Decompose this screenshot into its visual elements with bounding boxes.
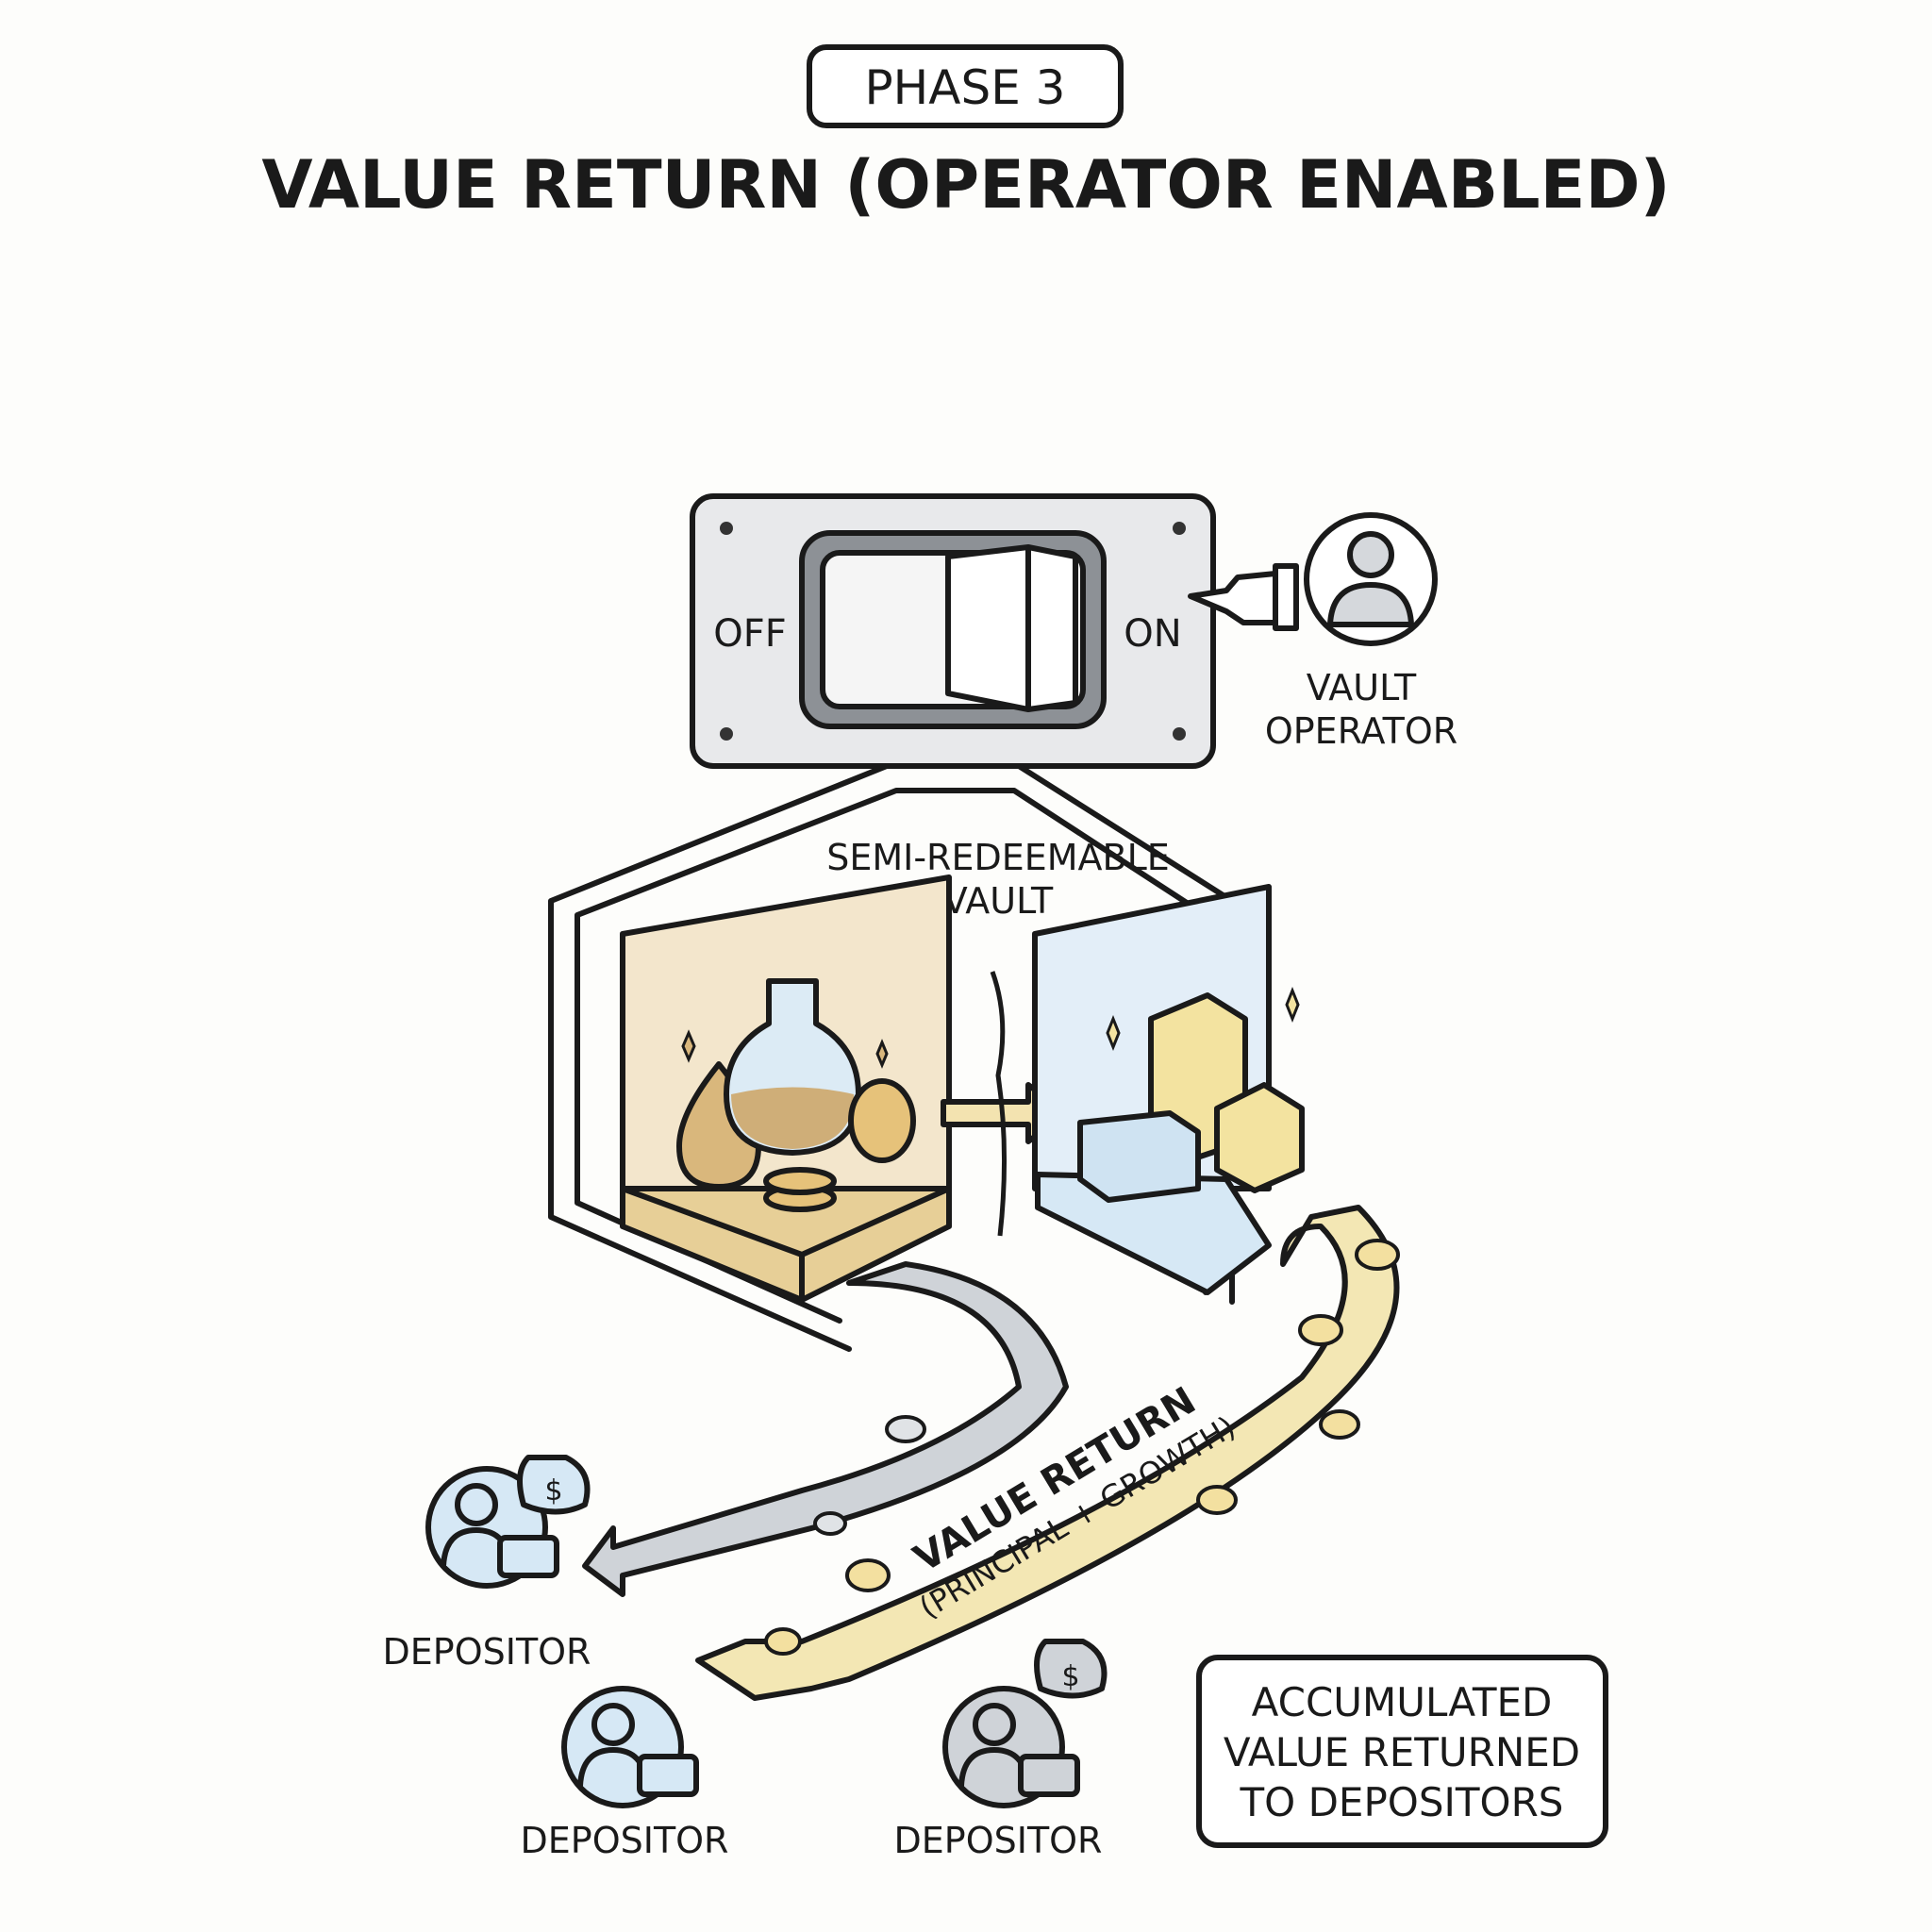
depositor-label-2: DEPOSITOR	[521, 1820, 729, 1861]
depositor-label-3: DEPOSITOR	[894, 1820, 1103, 1861]
screw-icon	[720, 522, 733, 535]
pointing-hand-icon	[1188, 563, 1299, 631]
operator-switch[interactable]: OFF ON	[690, 493, 1216, 769]
money-bag-icon	[517, 1455, 591, 1515]
depositor-1: $	[425, 1455, 591, 1589]
note-line-3: TO DEPOSITORS	[1240, 1779, 1564, 1825]
phase-badge-text: PHASE 3	[865, 60, 1066, 115]
screw-icon	[1173, 522, 1186, 535]
vault-operator-avatar	[1304, 512, 1438, 646]
phase-badge: PHASE 3	[807, 44, 1124, 128]
depositor-label-1: DEPOSITOR	[383, 1631, 591, 1673]
off-label: OFF	[713, 612, 787, 656]
page-title: VALUE RETURN (OPERATOR ENABLED)	[261, 146, 1670, 224]
operator-label-1: VAULT	[1307, 667, 1417, 708]
rocker-on	[945, 544, 1078, 712]
on-label: ON	[1124, 612, 1181, 656]
currency-symbol: $	[1061, 1660, 1079, 1693]
coin-icons	[764, 1239, 1400, 1656]
money-bag-icon	[1034, 1639, 1108, 1699]
vault-divider	[990, 971, 1008, 1237]
operator-label-2: OPERATOR	[1265, 710, 1457, 752]
wallet-icon	[637, 1754, 699, 1797]
currency-symbol: $	[544, 1474, 562, 1507]
liquid-assets-chamber	[620, 874, 952, 1303]
growth-assets-chamber	[1032, 884, 1305, 1295]
vault-label-1: SEMI-REDEEMABLE	[826, 837, 1170, 878]
ice-block-icon	[1077, 1110, 1201, 1203]
coin-icon	[848, 1078, 916, 1163]
note-line-1: ACCUMULATED	[1252, 1679, 1553, 1725]
principal-flow-path	[582, 1261, 1069, 1597]
depositor-2	[561, 1686, 699, 1808]
screw-icon	[1173, 727, 1186, 741]
screw-icon	[720, 727, 733, 741]
wallet-icon	[1018, 1754, 1080, 1797]
depositor-3: $	[942, 1639, 1108, 1808]
note-line-2: VALUE RETURNED	[1224, 1729, 1580, 1775]
wallet-icon	[497, 1535, 559, 1578]
vault-label-2: VAULT	[943, 880, 1054, 922]
accumulated-value-note: ACCUMULATED VALUE RETURNED TO DEPOSITORS	[1196, 1655, 1608, 1848]
